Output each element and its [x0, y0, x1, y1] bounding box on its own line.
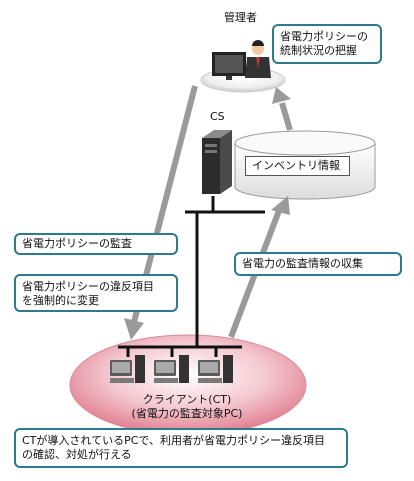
audit-callout: 省電力ポリシーの監査: [14, 233, 178, 255]
client-pc-1: [110, 355, 145, 383]
audit-text: 省電力ポリシーの監査: [22, 237, 132, 250]
client-pc-2: [154, 355, 189, 383]
enforce-line1: 省電力ポリシーの違反項目: [22, 280, 154, 293]
enforce-line2: を強制的に変更: [22, 294, 99, 307]
admin-task-line1: 省電力ポリシーの: [280, 30, 368, 43]
enforce-callout: 省電力ポリシーの違反項目 を強制的に変更: [14, 274, 178, 312]
collect-callout: 省電力の監査情報の収集: [234, 252, 402, 276]
client-label-line1: クライアント(CT): [142, 393, 232, 406]
admin-label: 管理者: [224, 11, 257, 24]
client-network-line: [118, 345, 242, 357]
report-arrow-up: [272, 87, 293, 131]
client-note-line2: の確認、対処が行える: [22, 448, 132, 461]
cs-network-line: [185, 196, 265, 347]
admin-person-icon: [212, 40, 271, 80]
collect-text: 省電力の監査情報の収集: [242, 257, 363, 270]
inventory-label: インベントリ情報: [245, 156, 350, 176]
client-label-line2: (省電力の監査対象PC): [131, 407, 243, 420]
cs-server-icon: [202, 130, 232, 194]
client-note-line1: CTが導入されているPCで、利用者が省電力ポリシー違反項目: [22, 434, 325, 447]
admin-task-line2: 統制状況の把握: [280, 44, 357, 57]
client-label: クライアント(CT) (省電力の監査対象PC): [122, 393, 252, 421]
cs-label: CS: [210, 110, 225, 123]
client-pc-3: [198, 355, 233, 383]
client-note-callout: CTが導入されているPCで、利用者が省電力ポリシー違反項目 の確認、対処が行える: [14, 428, 348, 468]
admin-task-callout: 省電力ポリシーの 統制状況の把握: [272, 24, 382, 64]
